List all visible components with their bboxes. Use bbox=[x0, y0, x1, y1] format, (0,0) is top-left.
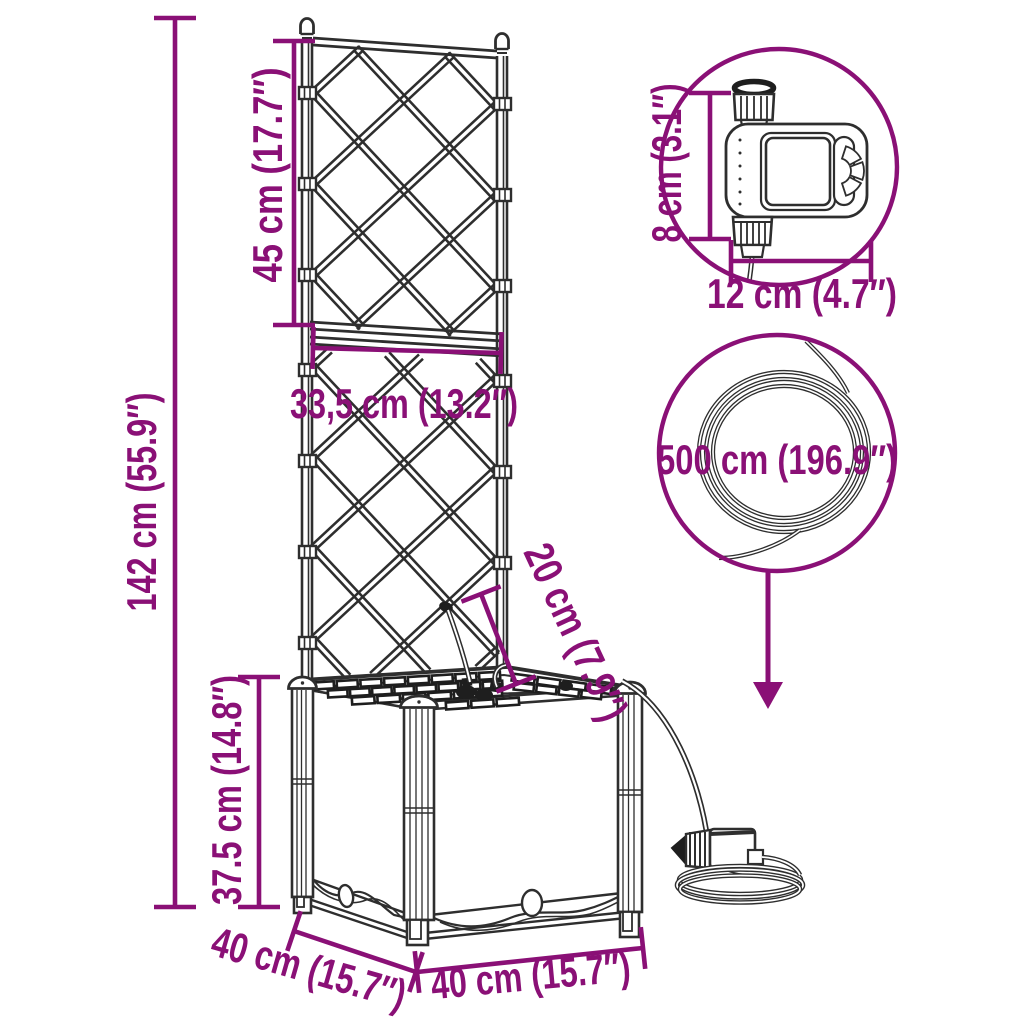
svg-text:33,5 cm (13.2″): 33,5 cm (13.2″) bbox=[290, 380, 518, 427]
svg-text:45 cm (17.7″): 45 cm (17.7″) bbox=[244, 68, 291, 283]
svg-text:37.5 cm (14.8″): 37.5 cm (14.8″) bbox=[203, 675, 250, 905]
svg-text:500 cm (196.9″): 500 cm (196.9″) bbox=[657, 436, 897, 483]
svg-text:142 cm (55.9″): 142 cm (55.9″) bbox=[118, 393, 165, 612]
svg-text:12 cm (4.7″): 12 cm (4.7″) bbox=[707, 270, 897, 317]
svg-text:8 cm (3.1″): 8 cm (3.1″) bbox=[643, 84, 690, 243]
